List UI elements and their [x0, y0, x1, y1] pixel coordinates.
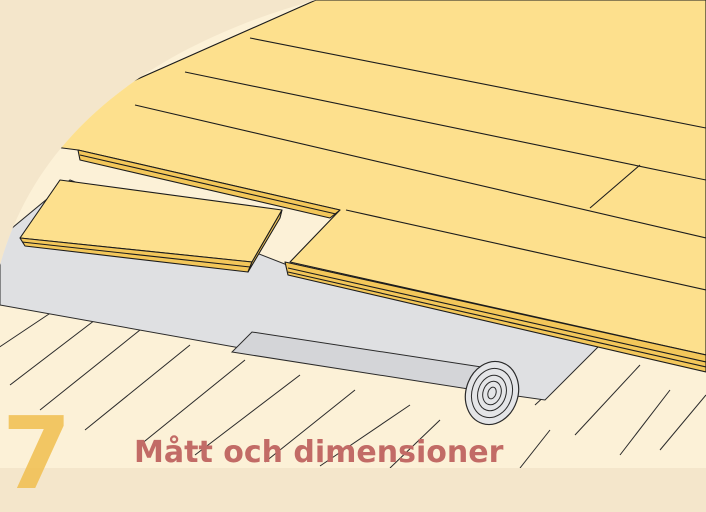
- underlay-roll-icon: [230, 331, 520, 426]
- chapter-number: 7: [2, 395, 72, 512]
- page-title: Mått och dimensioner: [134, 433, 503, 473]
- page-title-text: Mått och dimensioner: [134, 435, 504, 470]
- loose-plank: [19, 179, 283, 273]
- flooring-illustration: [0, 0, 706, 468]
- floorboards: [0, 0, 706, 373]
